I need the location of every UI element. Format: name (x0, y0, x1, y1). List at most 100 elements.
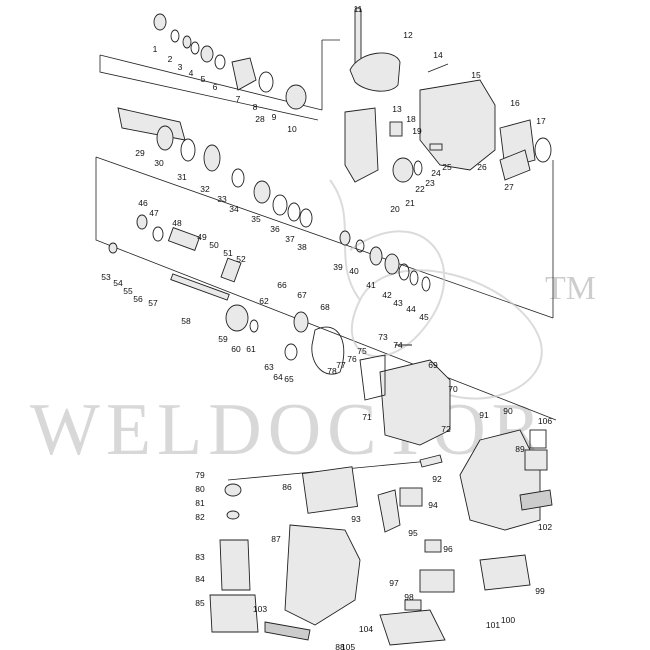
part-90 (459, 429, 541, 531)
callout-103: 103 (253, 604, 267, 614)
callout-104: 104 (359, 624, 373, 634)
callout-23: 23 (425, 178, 435, 188)
callout-58: 58 (181, 316, 191, 326)
part-4 (190, 41, 200, 55)
callout-55: 55 (123, 286, 133, 296)
part-7 (231, 57, 257, 91)
callout-39: 39 (333, 262, 343, 272)
callout-20: 20 (390, 204, 400, 214)
callout-31: 31 (177, 172, 187, 182)
part-1 (153, 13, 167, 31)
part-10 (285, 84, 307, 110)
callout-51: 51 (223, 248, 233, 258)
callout-29: 29 (135, 148, 145, 158)
callout-33: 33 (217, 194, 227, 204)
watermark: WELDOCTOR (30, 389, 548, 471)
callout-54: 54 (113, 278, 123, 288)
part-25 (429, 143, 443, 151)
callout-24: 24 (431, 168, 441, 178)
callout-106: 106 (538, 416, 552, 426)
callout-45: 45 (419, 312, 429, 322)
part-69 (379, 359, 451, 446)
callout-63: 63 (264, 362, 274, 372)
part-6 (214, 54, 226, 70)
callout-48: 48 (172, 218, 182, 228)
callout-32: 32 (200, 184, 210, 194)
part-34 (231, 168, 245, 188)
part-51 (220, 257, 242, 283)
callout-50: 50 (209, 240, 219, 250)
callout-17: 17 (536, 116, 546, 126)
part-17 (534, 137, 552, 163)
callout-15: 15 (471, 70, 481, 80)
callout-49: 49 (197, 232, 207, 242)
part-45 (421, 276, 431, 292)
part-39 (339, 230, 351, 246)
callout-43: 43 (393, 298, 403, 308)
part-27 (499, 149, 531, 181)
callout-85: 85 (195, 598, 205, 608)
part-97 (419, 569, 455, 593)
part-99 (479, 554, 531, 591)
callout-2: 2 (168, 54, 173, 64)
callout-102: 102 (538, 522, 552, 532)
callout-98: 98 (404, 592, 414, 602)
callout-99: 99 (535, 586, 545, 596)
callout-25: 25 (442, 162, 452, 172)
part-46 (136, 214, 148, 230)
parts (108, 7, 553, 646)
callout-9: 9 (272, 112, 277, 122)
callout-86: 86 (282, 482, 292, 492)
callout-78: 78 (327, 366, 337, 376)
callout-46: 46 (138, 198, 148, 208)
part-5 (200, 45, 214, 63)
part-13 (344, 107, 379, 183)
callout-38: 38 (297, 242, 307, 252)
callout-87: 87 (271, 534, 281, 544)
part-37 (287, 202, 301, 222)
part-47 (152, 226, 164, 242)
callout-26: 26 (477, 162, 487, 172)
part-42 (384, 253, 400, 275)
callout-labels: 1234567891011121314151617181920212223242… (101, 4, 552, 650)
callout-64: 64 (273, 372, 283, 382)
part-82 (226, 510, 240, 520)
callout-18: 18 (406, 114, 416, 124)
callout-30: 30 (154, 158, 164, 168)
callout-101: 101 (486, 620, 500, 630)
callout-62: 62 (259, 296, 269, 306)
part-59 (225, 304, 249, 332)
part-80 (224, 483, 242, 497)
part-12 (349, 52, 401, 92)
callout-91: 91 (479, 410, 489, 420)
part-44 (409, 270, 419, 286)
part-92 (419, 454, 443, 468)
callout-61: 61 (246, 344, 256, 354)
callout-66: 66 (277, 280, 287, 290)
part-77 (359, 354, 386, 401)
callout-11: 11 (354, 4, 363, 14)
callout-69: 69 (428, 360, 438, 370)
callout-37: 37 (285, 234, 295, 244)
callout-56: 56 (133, 294, 143, 304)
callout-93: 93 (351, 514, 361, 524)
callout-52: 52 (236, 254, 246, 264)
callout-41: 41 (366, 280, 376, 290)
part-106 (529, 429, 547, 449)
callout-71: 71 (362, 412, 372, 422)
callout-27: 27 (504, 182, 514, 192)
callout-76: 76 (347, 354, 357, 364)
callout-47: 47 (149, 208, 159, 218)
callout-97: 97 (389, 578, 399, 588)
callout-40: 40 (349, 266, 359, 276)
part-96 (424, 539, 442, 553)
callout-21: 21 (405, 198, 415, 208)
callout-53: 53 (101, 272, 111, 282)
part-98 (404, 599, 422, 611)
callout-83: 83 (195, 552, 205, 562)
part-20 (392, 157, 414, 183)
part-43 (398, 263, 410, 281)
callout-94: 94 (428, 500, 438, 510)
callout-16: 16 (510, 98, 520, 108)
